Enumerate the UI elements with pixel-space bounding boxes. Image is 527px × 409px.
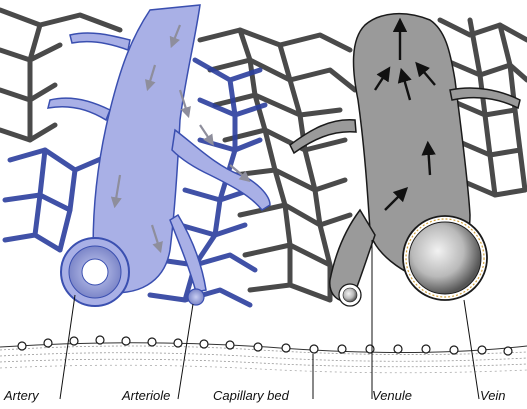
capillary-bed-label: Capillary bed [213, 388, 289, 403]
arteriole-cross-section [188, 289, 204, 305]
venule-label: Venule [372, 388, 412, 403]
artery-label: Artery [4, 388, 39, 403]
tissue-layer [0, 343, 527, 373]
vein-label: Vein [480, 388, 506, 403]
arteriole-label: Arteriole [122, 388, 170, 403]
